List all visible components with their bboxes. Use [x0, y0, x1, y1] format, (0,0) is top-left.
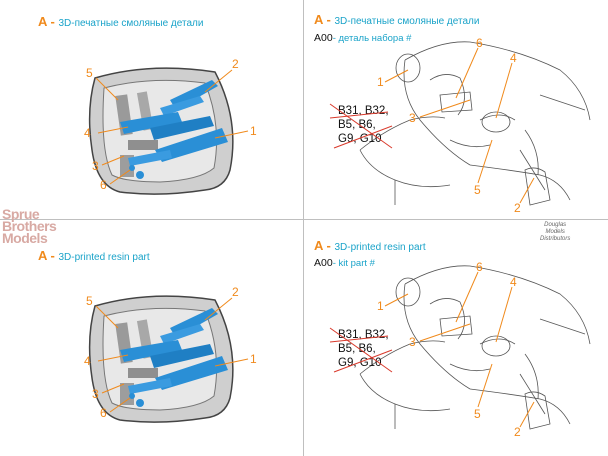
callout-5-bottom-right: 5 [474, 407, 481, 421]
callout-3-top-left: 3 [92, 159, 99, 173]
callout-1-top-right: 1 [377, 75, 384, 89]
removed-parts-line-3-bottom: G9, G10 [338, 357, 381, 369]
callout-3-bottom-left: 3 [92, 387, 99, 401]
vertical-divider [303, 0, 304, 456]
cockpit-sketch-bottom [359, 265, 591, 430]
removed-parts-line-1-bottom: B31, B32, [338, 329, 389, 341]
strike-lines-top [329, 103, 393, 149]
removed-parts-line-2-top: B5, B6, [338, 119, 376, 131]
callout-1-bottom-left: 1 [250, 352, 257, 366]
callout-5-bottom-left: 5 [86, 294, 93, 308]
callout-6-bottom-left: 6 [100, 406, 107, 420]
caption-top-right: A - 3D-печатные смоляные детали [314, 12, 480, 27]
callout-6-top-right: 6 [476, 36, 483, 50]
callout-4-top-right: 4 [510, 51, 517, 65]
removed-parts-line-3-top: G9, G10 [338, 133, 381, 145]
callout-5-top-left: 5 [86, 66, 93, 80]
callout-6-bottom-right: 6 [476, 260, 483, 274]
callout-1-bottom-right: 1 [377, 299, 384, 313]
cockpit-sketch-top [359, 41, 591, 206]
callout-2-bottom-left: 2 [232, 285, 239, 299]
strike-lines-bottom [329, 327, 393, 373]
callout-2-bottom-right: 2 [514, 425, 521, 439]
callout-lines-bottom-right [384, 271, 535, 428]
caption-bottom-left: A - 3D-printed resin part [38, 248, 150, 263]
callout-4-bottom-right: 4 [510, 275, 517, 289]
watermark-right: Douglas Models Distributors [540, 222, 571, 242]
kit-legend-top: A00- деталь набора # [314, 32, 412, 44]
callout-6-top-left: 6 [100, 178, 107, 192]
callout-3-bottom-right: 3 [409, 335, 416, 349]
removed-parts-line-1-top: B31, B32, [338, 105, 389, 117]
callout-lines-top-right [384, 47, 535, 204]
callout-2-top-left: 2 [232, 57, 239, 71]
callout-4-bottom-left: 4 [84, 354, 91, 368]
callout-4-top-left: 4 [84, 126, 91, 140]
callout-lines-bottom-left [95, 297, 249, 413]
kit-legend-bottom: A00- kit part # [314, 257, 375, 269]
caption-top-left: A - 3D-печатные смоляные детали [38, 14, 204, 29]
watermark-left: Sprue Brothers Models [2, 206, 57, 246]
callout-1-top-left: 1 [250, 124, 257, 138]
callout-lines-top-left [95, 69, 249, 185]
callout-2-top-right: 2 [514, 201, 521, 215]
horizontal-divider [0, 219, 608, 220]
removed-parts-line-2-bottom: B5, B6, [338, 343, 376, 355]
callout-3-top-right: 3 [409, 111, 416, 125]
caption-bottom-right: A - 3D-printed resin part [314, 238, 426, 253]
callout-5-top-right: 5 [474, 183, 481, 197]
